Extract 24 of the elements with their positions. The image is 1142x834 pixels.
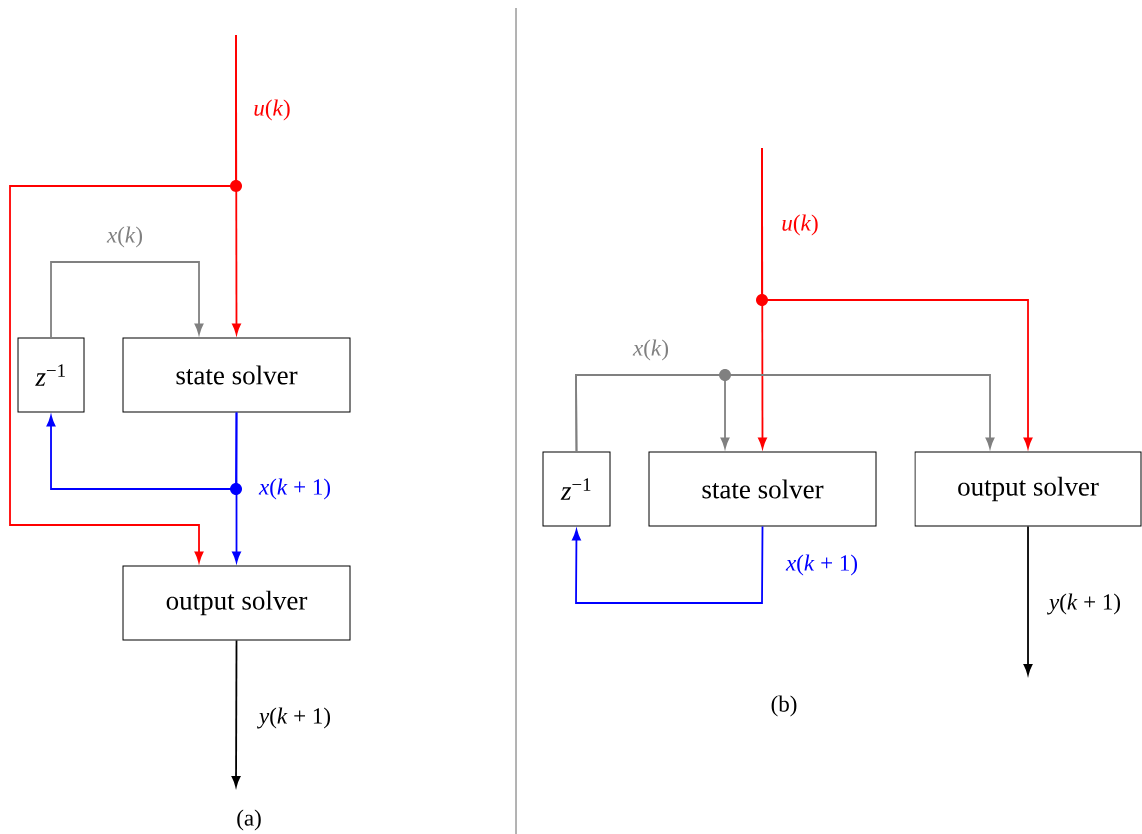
edge-label: y(k + 1) (1047, 592, 1123, 616)
arrow (761, 147, 1033, 449)
block-box: output solver (122, 565, 351, 641)
panel-label: (b) (771, 695, 797, 717)
edge-label: x(k + 1) (258, 477, 333, 501)
block-box: z$^{−1}$ (542, 451, 611, 527)
edge-label: u(k) (252, 98, 292, 122)
block-box: state solver (122, 337, 351, 413)
panel-label: (a) (237, 809, 261, 831)
arrow (232, 411, 241, 563)
arrow (572, 525, 764, 604)
edge-label: x(k) (631, 338, 671, 362)
block-box: output solver (914, 451, 1142, 527)
arrow (575, 374, 995, 453)
block-box: state solver (648, 451, 877, 527)
edge-label: u(k) (780, 213, 820, 237)
edge-label: x(k + 1) (785, 553, 860, 577)
edge-label: y(k + 1) (257, 706, 333, 730)
arrow (50, 261, 204, 339)
arrow (231, 639, 241, 787)
edge-label: x(k) (105, 225, 145, 249)
arrow (9, 34, 237, 563)
block-box: z$^{−1}$ (17, 337, 85, 413)
arrow (1023, 525, 1033, 675)
